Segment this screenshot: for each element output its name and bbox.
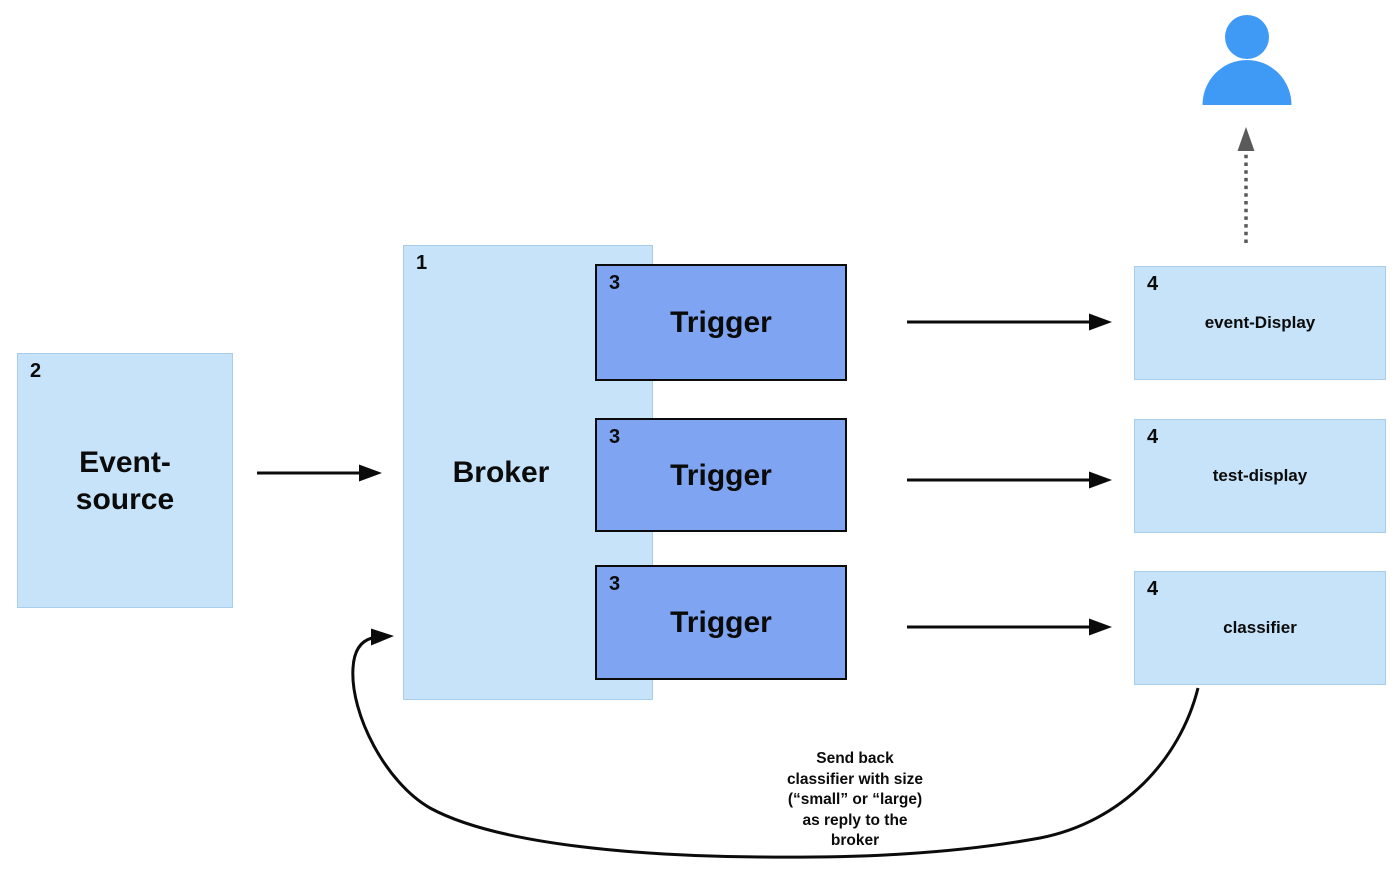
trigger-box-2: 3 Trigger [595, 418, 847, 532]
event-display-to-user-arrow [1237, 127, 1255, 243]
event-source-box: 2 Event- source [17, 353, 233, 608]
reply-annotation-line3: (“small” or “large) [787, 791, 923, 808]
trigger-box-1: 3 Trigger [595, 264, 847, 381]
event-source-label-line1: Event- [79, 445, 171, 479]
trigger-3-label: Trigger [670, 606, 772, 639]
event-display-label: event-Display [1204, 313, 1316, 332]
classifier-number: 4 [1147, 578, 1159, 600]
trigger-2-label: Trigger [670, 458, 772, 492]
trigger-3-number: 3 [609, 573, 621, 595]
test-display-number: 4 [1147, 426, 1159, 448]
person-icon [1202, 15, 1292, 105]
reply-annotation-line1: Send back [816, 750, 894, 767]
classifier-label: classifier [1223, 618, 1297, 637]
reply-annotation-line4: as reply to the [802, 811, 908, 829]
trigger-2-number: 3 [609, 426, 621, 448]
reply-annotation-line2: classifier with size [786, 770, 924, 788]
event-source-label: Event- source [18, 354, 232, 607]
event-display-number: 4 [1147, 273, 1159, 295]
test-display-label: test-display [1212, 466, 1308, 485]
reply-annotation-line5: broker [830, 832, 880, 849]
trigger1-to-event-display-arrow [907, 313, 1112, 331]
trigger2-to-test-display-arrow [907, 471, 1112, 489]
trigger3-to-classifier-arrow [907, 618, 1112, 636]
reply-annotation: Send back classifier with size (“small” … [755, 749, 955, 852]
classifier-box: 4 classifier [1134, 571, 1386, 685]
trigger-box-3: 3 Trigger [595, 565, 847, 680]
trigger-1-label: Trigger [670, 306, 772, 339]
broker-label: Broker [452, 456, 550, 489]
broker-number: 1 [416, 252, 428, 274]
event-source-label-line2: source [75, 482, 175, 516]
event-source-number: 2 [30, 360, 42, 382]
test-display-box: 4 test-display [1134, 419, 1386, 533]
event-display-box: 4 event-Display [1134, 266, 1386, 380]
trigger-1-number: 3 [609, 272, 621, 294]
event-source-to-broker-arrow [257, 464, 382, 482]
